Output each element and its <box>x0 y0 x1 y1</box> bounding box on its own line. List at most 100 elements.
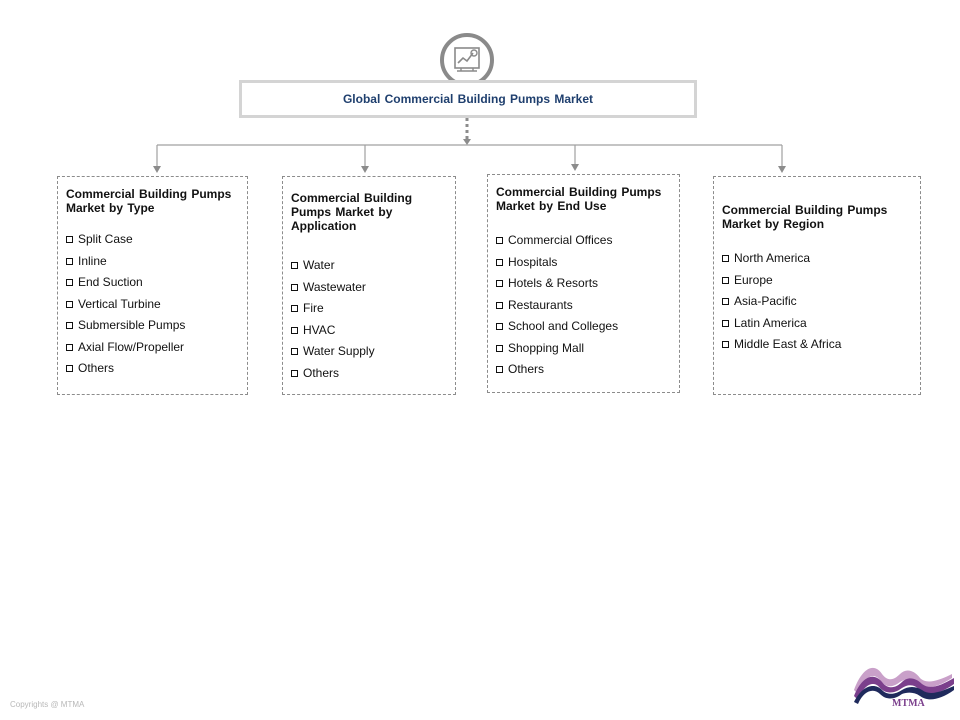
list-item: Europe <box>722 270 912 292</box>
checkbox-bullet-icon <box>496 258 503 266</box>
list-item: Fire <box>291 298 447 320</box>
checkbox-bullet-icon <box>496 366 503 374</box>
checkbox-bullet-icon <box>291 369 298 377</box>
list-item-label: Others <box>508 362 545 376</box>
list-item-label: Submersible Pumps <box>78 318 186 332</box>
checkbox-bullet-icon <box>66 257 73 265</box>
list-item-label: HVAC <box>303 322 336 337</box>
mtma-logo-icon: MTMA <box>854 667 954 709</box>
branch-arrow-type <box>153 166 161 173</box>
company-logo: MTMA <box>852 660 956 710</box>
root-title-box: Global Commercial Building Pumps Market <box>239 80 697 118</box>
checkbox-bullet-icon <box>291 348 298 356</box>
checkbox-bullet-icon <box>66 343 73 351</box>
root-title: Global Commercial Building Pumps Market <box>342 92 594 106</box>
checkbox-bullet-icon <box>291 305 298 313</box>
category-list-application: Water Wastewater Fire HVAC Water Supply … <box>291 255 447 384</box>
list-item-label: North America <box>734 251 811 265</box>
list-item-label: Europe <box>734 272 773 287</box>
list-item: Hospitals <box>496 252 671 274</box>
checkbox-bullet-icon <box>496 301 503 309</box>
copyright-text: Copyrights @ MTMA <box>10 700 85 709</box>
list-item: Submersible Pumps <box>66 315 239 337</box>
checkbox-bullet-icon <box>66 236 73 244</box>
list-item: Water Supply <box>291 341 447 363</box>
list-item: Inline <box>66 251 239 273</box>
list-item-label: Wastewater <box>303 279 366 294</box>
branch-arrow-region <box>778 166 786 173</box>
list-item: School and Colleges <box>496 316 671 338</box>
list-item: Restaurants <box>496 295 671 317</box>
checkbox-bullet-icon <box>496 237 503 245</box>
list-item-label: Latin America <box>734 315 807 330</box>
list-item: Split Case <box>66 229 239 251</box>
category-list-region: North America Europe Asia-Pacific Latin … <box>722 248 912 356</box>
list-item-label: Axial Flow/Propeller <box>78 339 185 354</box>
chart-document-icon <box>454 47 480 72</box>
checkbox-bullet-icon <box>496 280 503 288</box>
list-item-label: Split Case <box>78 232 133 246</box>
list-item-label: Hotels & Resorts <box>508 276 599 290</box>
list-item-label: End Suction <box>78 275 143 289</box>
checkbox-bullet-icon <box>722 319 729 327</box>
list-item: Shopping Mall <box>496 338 671 360</box>
list-item: Latin America <box>722 313 912 335</box>
root-arrow <box>463 139 471 145</box>
checkbox-bullet-icon <box>722 341 729 349</box>
list-item-label: Vertical Turbine <box>78 296 161 311</box>
list-item: North America <box>722 248 912 270</box>
category-box-region: Commercial Building Pumps Market by Regi… <box>713 176 921 395</box>
list-item-label: Commercial Offices <box>508 233 613 247</box>
market-report-icon <box>440 33 494 87</box>
category-title-end-use: Commercial Building Pumps Market by End … <box>496 185 662 213</box>
category-box-type: Commercial Building Pumps Market by Type… <box>57 176 248 395</box>
category-box-application: Commercial Building Pumps Market by Appl… <box>282 176 456 395</box>
list-item: Middle East & Africa <box>722 334 912 356</box>
checkbox-bullet-icon <box>66 365 73 373</box>
list-item: Others <box>66 358 239 380</box>
checkbox-bullet-icon <box>496 344 503 352</box>
list-item: HVAC <box>291 320 447 342</box>
list-item-label: Water Supply <box>303 344 375 358</box>
list-item: Hotels & Resorts <box>496 273 671 295</box>
checkbox-bullet-icon <box>66 300 73 308</box>
list-item-label: Inline <box>78 253 107 268</box>
list-item: Wastewater <box>291 277 447 299</box>
list-item-label: Others <box>78 361 115 375</box>
category-list-end-use: Commercial Offices Hospitals Hotels & Re… <box>496 230 671 381</box>
list-item: Commercial Offices <box>496 230 671 252</box>
list-item: Others <box>291 363 447 385</box>
checkbox-bullet-icon <box>66 322 73 330</box>
checkbox-bullet-icon <box>496 323 503 331</box>
category-title-application: Commercial Building Pumps Market by Appl… <box>291 191 413 233</box>
branch-arrow-end-use <box>571 164 579 171</box>
checkbox-bullet-icon <box>291 262 298 270</box>
category-box-end-use: Commercial Building Pumps Market by End … <box>487 174 680 393</box>
checkbox-bullet-icon <box>66 279 73 287</box>
category-title-region: Commercial Building Pumps Market by Regi… <box>722 203 888 231</box>
checkbox-bullet-icon <box>722 255 729 263</box>
list-item-label: School and Colleges <box>508 319 619 333</box>
checkbox-bullet-icon <box>291 283 298 291</box>
checkbox-bullet-icon <box>722 276 729 284</box>
list-item-label: Fire <box>303 301 324 315</box>
list-item: Others <box>496 359 671 381</box>
checkbox-bullet-icon <box>291 326 298 334</box>
list-item: Asia-Pacific <box>722 291 912 313</box>
list-item: Axial Flow/Propeller <box>66 337 239 359</box>
list-item-label: Others <box>303 365 340 380</box>
list-item-label: Hospitals <box>508 254 558 269</box>
branch-arrow-application <box>361 166 369 173</box>
category-list-type: Split Case Inline End Suction Vertical T… <box>66 229 239 380</box>
list-item: End Suction <box>66 272 239 294</box>
list-item: Vertical Turbine <box>66 294 239 316</box>
list-item-label: Shopping Mall <box>508 340 585 355</box>
category-title-type: Commercial Building Pumps Market by Type <box>66 187 232 215</box>
list-item: Water <box>291 255 447 277</box>
list-item-label: Restaurants <box>508 297 573 312</box>
list-item-label: Asia-Pacific <box>734 294 797 308</box>
checkbox-bullet-icon <box>722 298 729 306</box>
list-item-label: Middle East & Africa <box>734 337 842 351</box>
logo-text: MTMA <box>892 698 926 709</box>
